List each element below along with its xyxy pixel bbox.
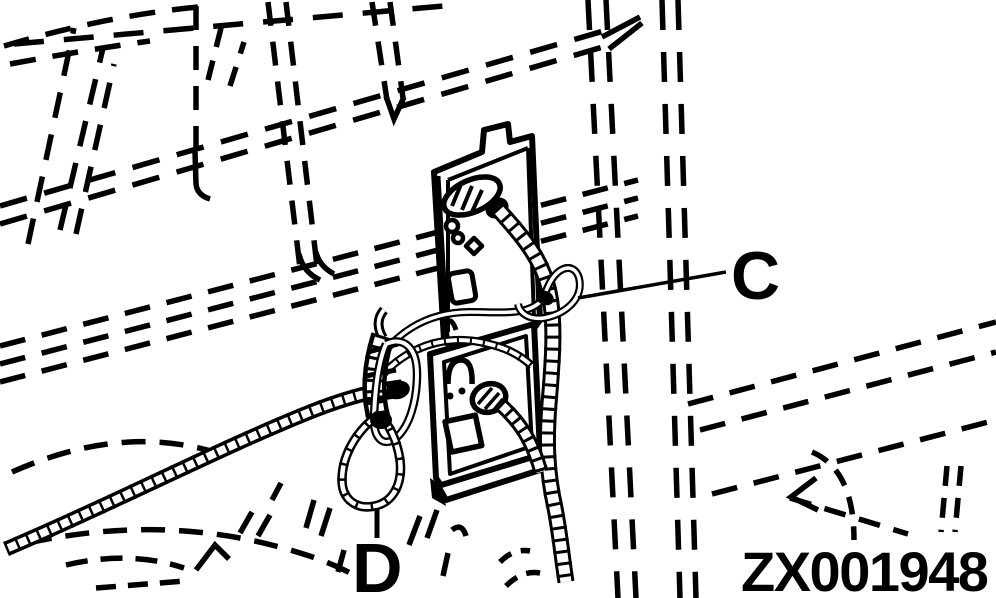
wire-loops-d	[337, 337, 422, 512]
main-harness-cable	[3, 379, 410, 556]
short-dash-marks	[192, 14, 820, 577]
callout-d-label: D	[352, 529, 403, 598]
lower-connector-plug	[469, 380, 509, 416]
corrugated-tube-lower	[494, 398, 549, 475]
callout-c-leader-line	[577, 270, 727, 300]
corrugated-tube-upper	[490, 202, 575, 584]
figure-code-label: ZX001948	[741, 540, 988, 598]
callout-c-label: C	[731, 238, 780, 314]
